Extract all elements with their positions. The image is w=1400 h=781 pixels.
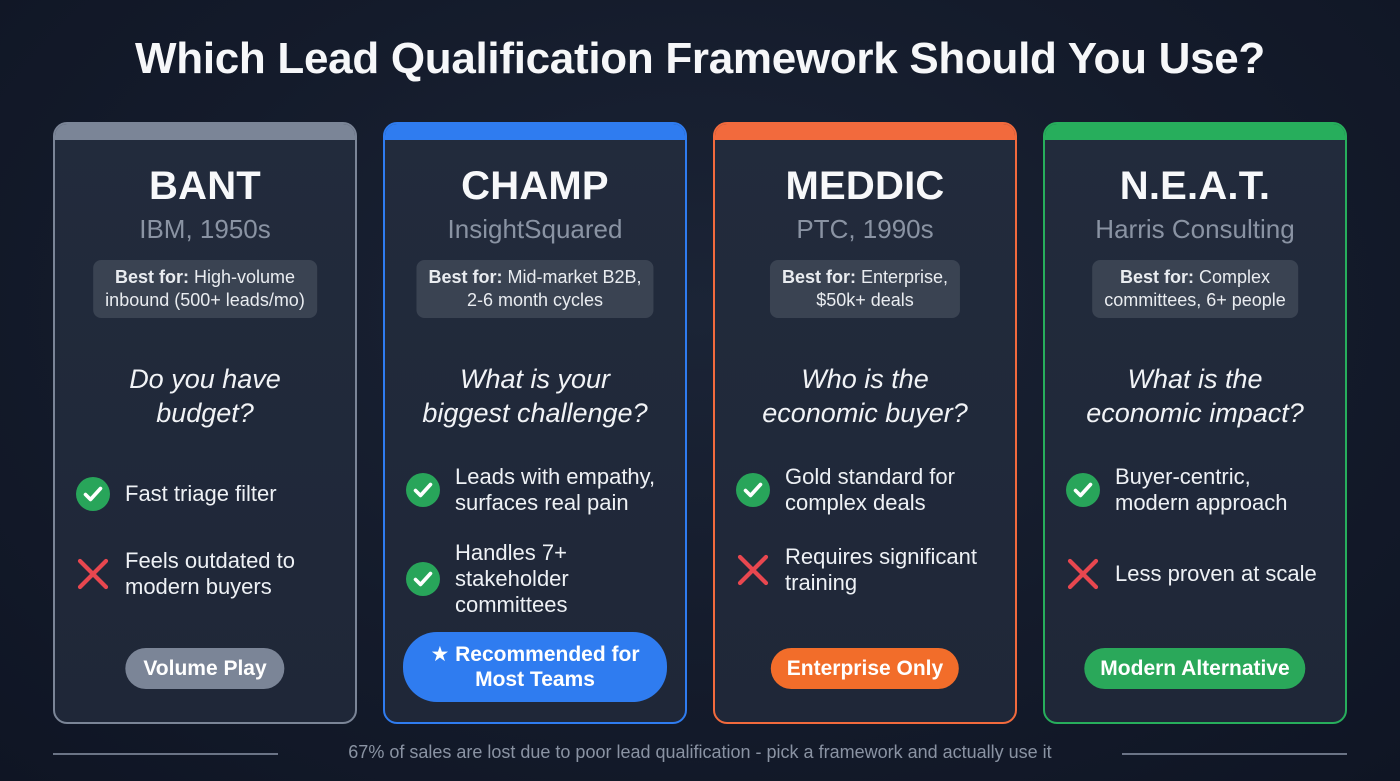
- card-accent-bar: [385, 124, 685, 140]
- framework-cards: BANT IBM, 1950s Best for: High-volume in…: [53, 122, 1347, 724]
- framework-name: BANT: [149, 164, 261, 208]
- check-icon: [1065, 472, 1101, 508]
- con-item: Requires significant training: [735, 544, 1003, 596]
- x-icon: [735, 552, 771, 588]
- best-for-label: Best for:: [1119, 267, 1194, 287]
- best-for-line2: 2-6 month cycles: [466, 290, 604, 310]
- best-for-line1: High-volume: [193, 267, 296, 287]
- footer-divider-left: [53, 753, 278, 755]
- best-for-line2: committees, 6+ people: [1104, 290, 1286, 310]
- key-question: Do you have budget?: [129, 364, 281, 428]
- best-for-box: Best for: High-volume inbound (500+ lead…: [93, 260, 317, 318]
- framework-origin: Harris Consulting: [1095, 214, 1295, 244]
- card-champ: CHAMP InsightSquared Best for: Mid-marke…: [383, 122, 687, 724]
- framework-name: MEDDIC: [785, 164, 945, 208]
- framework-name: CHAMP: [461, 164, 609, 208]
- best-for-box: Best for: Complex committees, 6+ people: [1092, 260, 1298, 318]
- page-title: Which Lead Qualification Framework Shoul…: [135, 34, 1265, 83]
- key-question: What is the economic impact?: [1086, 364, 1304, 428]
- badge-recommended: ★ Recommended for Most Teams: [403, 632, 667, 702]
- card-accent-bar: [55, 124, 355, 140]
- footer-divider-right: [1122, 753, 1347, 755]
- footer-note: 67% of sales are lost due to poor lead q…: [348, 742, 1052, 762]
- best-for-label: Best for:: [781, 267, 856, 287]
- check-icon: [405, 472, 441, 508]
- con-item: Feels outdated to modern buyers: [75, 548, 343, 600]
- framework-origin: InsightSquared: [447, 214, 623, 244]
- card-bant: BANT IBM, 1950s Best for: High-volume in…: [53, 122, 357, 724]
- badge-enterprise-only: Enterprise Only: [770, 648, 960, 689]
- check-icon: [405, 561, 441, 597]
- card-accent-bar: [715, 124, 1015, 140]
- best-for-box: Best for: Enterprise, $50k+ deals: [769, 260, 961, 318]
- pro-item: Gold standard for complex deals: [735, 464, 1003, 516]
- pro-item: Handles 7+ stakeholder committees: [405, 540, 673, 618]
- pro-item: Fast triage filter: [75, 476, 343, 512]
- framework-name: N.E.A.T.: [1119, 164, 1271, 208]
- pro-item: Buyer-centric, modern approach: [1065, 464, 1333, 516]
- key-question: Who is the economic buyer?: [762, 364, 968, 428]
- framework-origin: IBM, 1950s: [139, 214, 271, 244]
- x-icon: [75, 556, 111, 592]
- check-icon: [75, 476, 111, 512]
- pro-item: Leads with empathy, surfaces real pain: [405, 464, 673, 516]
- best-for-box: Best for: Mid-market B2B, 2-6 month cycl…: [416, 260, 654, 318]
- star-icon: ★: [430, 643, 450, 666]
- best-for-label: Best for:: [428, 267, 503, 287]
- card-meddic: MEDDIC PTC, 1990s Best for: Enterprise, …: [713, 122, 1017, 724]
- card-neat: N.E.A.T. Harris Consulting Best for: Com…: [1043, 122, 1347, 724]
- con-item: Less proven at scale: [1065, 556, 1333, 592]
- badge-modern-alternative: Modern Alternative: [1084, 648, 1306, 689]
- card-accent-bar: [1045, 124, 1345, 140]
- best-for-line1: Enterprise,: [860, 267, 949, 287]
- best-for-line1: Mid-market B2B,: [507, 267, 642, 287]
- best-for-label: Best for:: [114, 267, 189, 287]
- best-for-line1: Complex: [1198, 267, 1271, 287]
- badge-volume-play: Volume Play: [125, 648, 285, 689]
- x-icon: [1065, 556, 1101, 592]
- best-for-line2: $50k+ deals: [816, 290, 914, 310]
- framework-origin: PTC, 1990s: [796, 214, 934, 244]
- best-for-line2: inbound (500+ leads/mo): [105, 290, 305, 310]
- check-icon: [735, 472, 771, 508]
- key-question: What is your biggest challenge?: [422, 364, 648, 428]
